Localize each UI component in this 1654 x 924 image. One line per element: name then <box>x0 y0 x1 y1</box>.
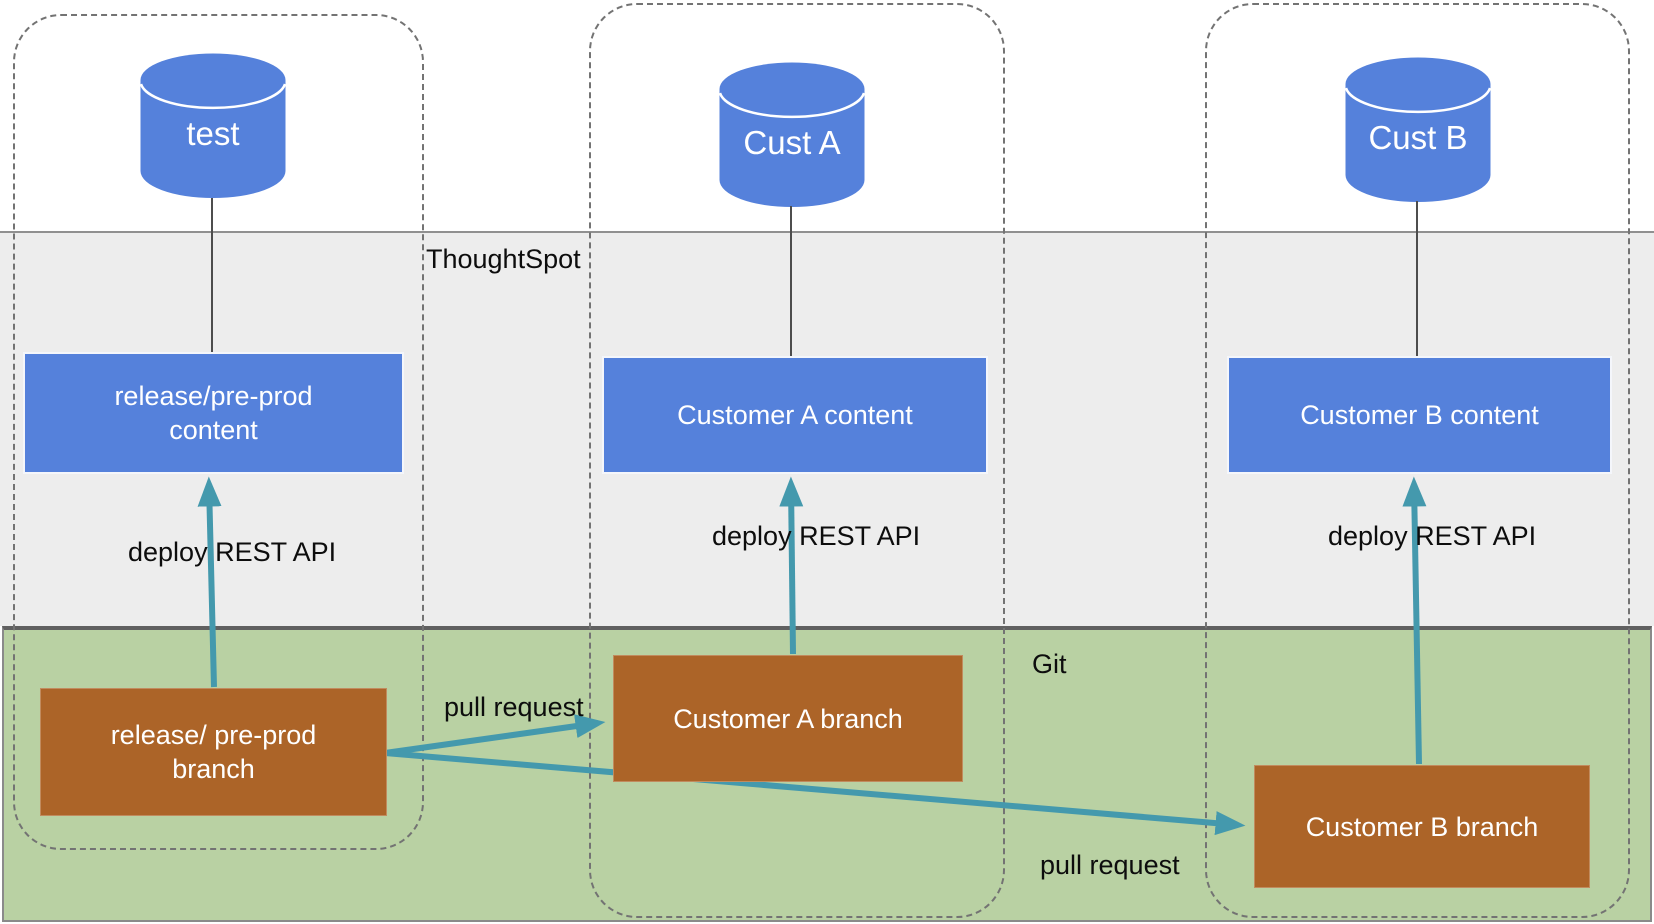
node-customer-a-content: Customer A content <box>602 356 988 474</box>
cylinder-label: Cust A <box>743 124 841 162</box>
node-customer-a-branch: Customer A branch <box>613 655 963 782</box>
node-customer-b-branch: Customer B branch <box>1254 765 1590 888</box>
pull-request-label-cust-b: pull request <box>1040 850 1180 880</box>
thoughtspot-zone-label: ThoughtSpot <box>426 244 581 274</box>
node-label-line: branch <box>172 754 255 784</box>
node-label-line: Customer A content <box>677 400 913 430</box>
environment-cust-a-outline <box>589 3 1005 918</box>
deploy-rest-api-label-test: deploy REST API <box>128 537 337 567</box>
database-cylinder-cust-b: Cust B <box>1345 57 1491 203</box>
node-label-line: content <box>169 415 258 445</box>
database-cylinder-test: test <box>140 53 286 199</box>
environment-test-outline <box>13 14 424 850</box>
node-label-line: Customer B branch <box>1305 811 1539 842</box>
node-customer-b-content: Customer B content <box>1227 356 1612 474</box>
git-zone-label: Git <box>1032 649 1067 679</box>
cylinder-icon <box>140 53 286 198</box>
pull-request-label-cust-a: pull request <box>444 692 584 722</box>
cylinder-icon <box>719 62 865 207</box>
cylinder-icon <box>1345 57 1491 202</box>
deploy-rest-api-label-cust-b: deploy REST API <box>1328 521 1537 551</box>
cylinder-label: test <box>186 115 240 153</box>
node-label-line: release/ pre-prod <box>110 720 317 750</box>
node-release-pre-prod-content: release/pre-prod content <box>23 352 404 474</box>
node-label-line: release/pre-prod <box>114 381 313 411</box>
database-cylinder-cust-a: Cust A <box>719 62 865 208</box>
node-release-pre-prod-branch: release/ pre-prod branch <box>40 688 387 816</box>
node-label-line: Customer B content <box>1300 400 1539 430</box>
deploy-rest-api-label-cust-a: deploy REST API <box>712 521 921 551</box>
node-label-line: Customer A branch <box>673 703 903 734</box>
cylinder-label: Cust B <box>1368 119 1468 157</box>
environment-cust-b-outline <box>1205 3 1630 918</box>
